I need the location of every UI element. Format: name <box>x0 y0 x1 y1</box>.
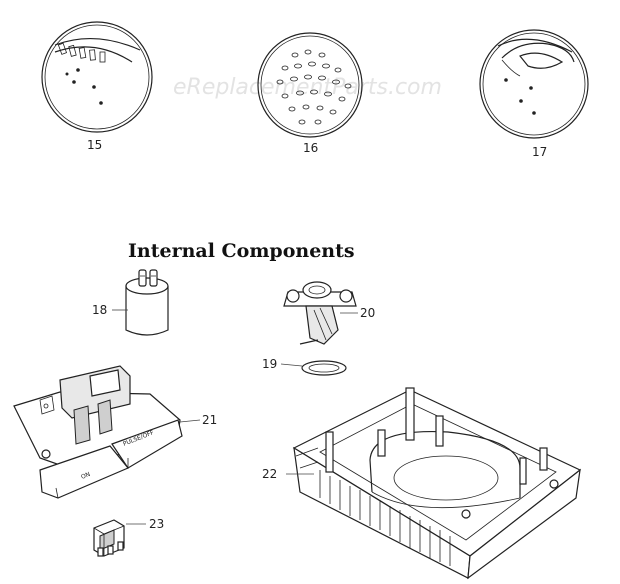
part-label-20: 20 <box>360 306 375 320</box>
part-18-capacitor[interactable]: 18 <box>92 269 169 336</box>
part-label-18: 18 <box>92 303 107 317</box>
part-label-19: 19 <box>262 357 277 371</box>
part-label-17: 17 <box>532 145 547 159</box>
on-button-label: ON <box>80 471 91 481</box>
part-20-actuator[interactable]: 20 <box>283 281 375 345</box>
part-label-15: 15 <box>87 138 102 152</box>
part-label-22: 22 <box>262 467 277 481</box>
part-16-shredding-disc[interactable]: 16 <box>257 32 363 155</box>
part-22-base-housing[interactable]: 22 <box>262 387 582 580</box>
part-17-slicing-disc[interactable]: 17 <box>479 29 589 159</box>
part-23-connector[interactable]: 23 <box>93 517 164 557</box>
part-21-switch-assembly[interactable]: ON PULSE/OFF 21 <box>13 365 217 499</box>
part-label-21: 21 <box>202 413 217 427</box>
section-title: Internal Components <box>128 240 355 262</box>
part-label-23: 23 <box>149 517 164 531</box>
part-19-gasket[interactable]: 19 <box>262 357 347 376</box>
part-label-16: 16 <box>303 141 318 155</box>
part-15-slicing-disc[interactable]: 15 <box>41 21 153 152</box>
